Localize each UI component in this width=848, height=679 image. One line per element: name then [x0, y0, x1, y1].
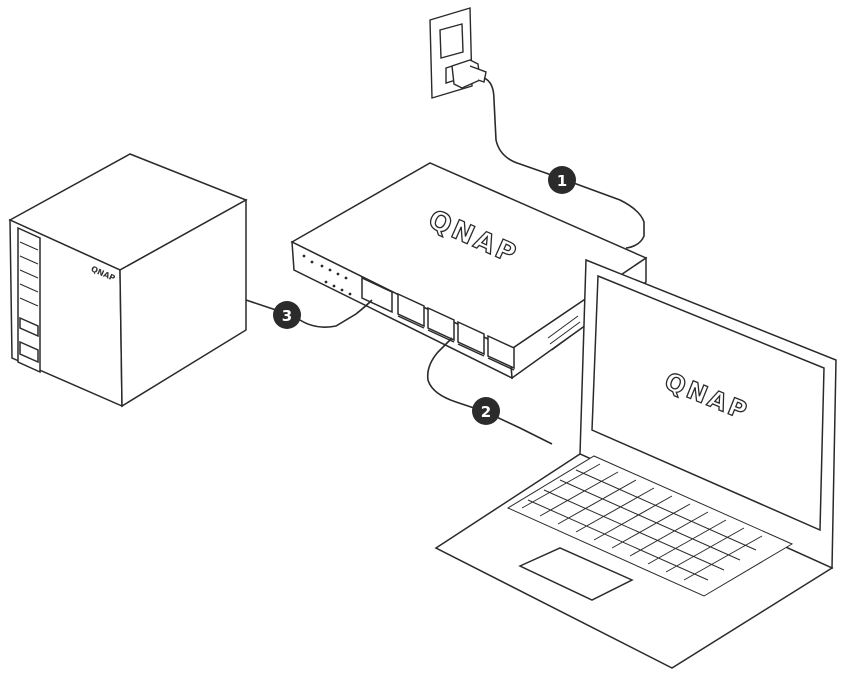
step-badge-2: 2 [472, 397, 500, 425]
svg-text:1: 1 [557, 172, 567, 190]
svg-text:3: 3 [282, 307, 292, 325]
power-plug [451, 59, 487, 89]
step-badge-1: 1 [548, 166, 576, 194]
laptop [434, 258, 837, 669]
nas-cable [245, 299, 373, 328]
svg-text:2: 2 [481, 403, 491, 421]
step-badge-3: 3 [273, 301, 301, 329]
laptop-cable [426, 337, 553, 445]
nas-device [8, 153, 248, 408]
